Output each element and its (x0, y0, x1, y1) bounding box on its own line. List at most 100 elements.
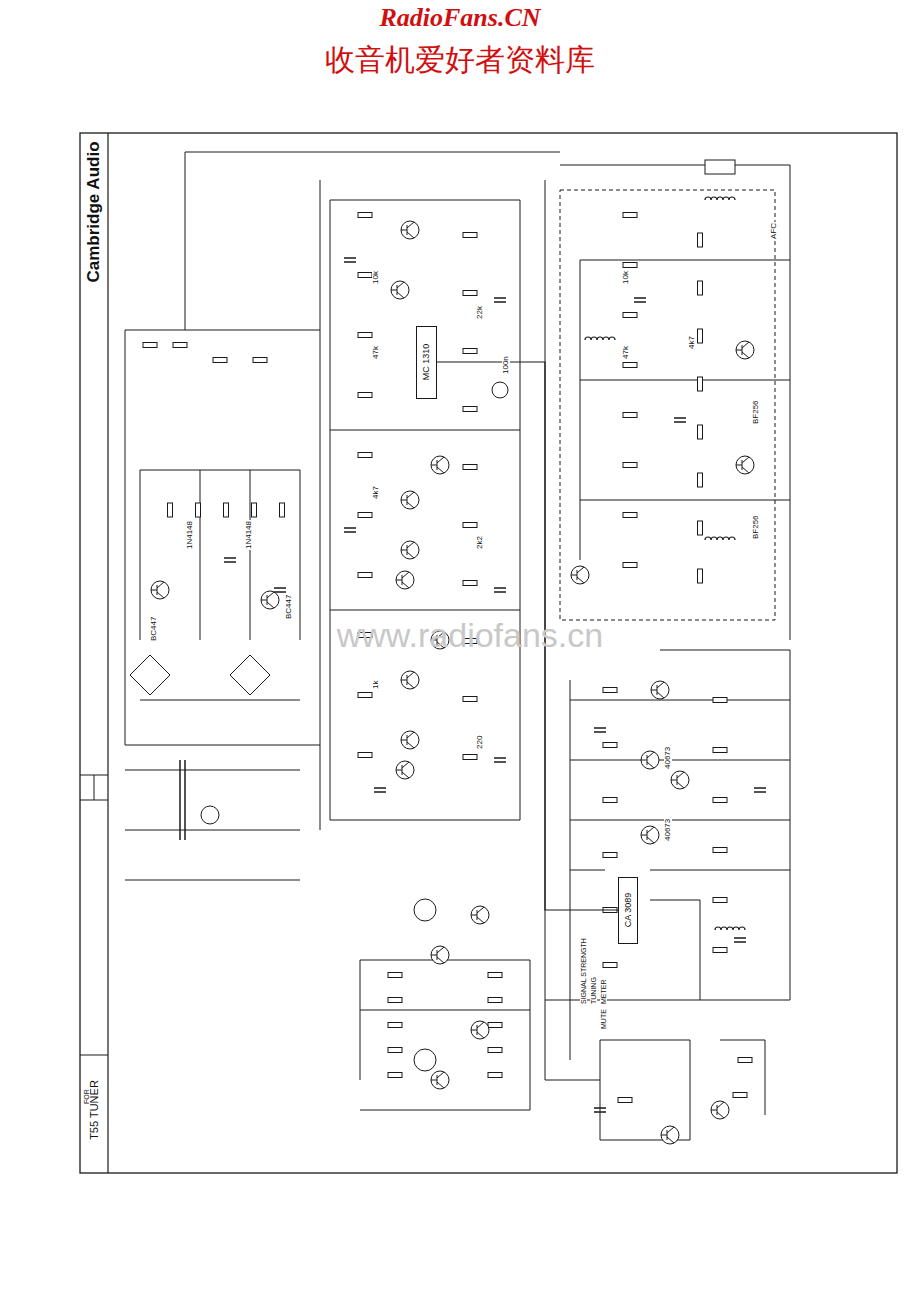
resistor-symbol (280, 503, 285, 517)
resistor-symbol (623, 263, 637, 268)
wire (185, 152, 560, 153)
meter-symbol (201, 806, 219, 824)
component-label: 4k7 (688, 335, 696, 350)
component-label: FOR (83, 1088, 90, 1105)
bridge-rectifier (230, 655, 270, 695)
resistor-symbol (358, 453, 372, 458)
display-symbol (705, 160, 735, 174)
wire (790, 165, 791, 640)
title-cell: T55 TUNER (82, 1076, 106, 1144)
resistor-symbol (618, 1098, 632, 1103)
resistor-symbol (388, 1073, 402, 1078)
wire (570, 760, 790, 761)
wire (580, 260, 581, 560)
wire (140, 700, 300, 701)
resistor-symbol (173, 343, 187, 348)
wire (650, 900, 700, 1000)
transistor-symbol (471, 906, 489, 924)
component-label: 47k (622, 345, 630, 360)
wire (720, 1040, 765, 1041)
resistor-symbol (698, 425, 703, 439)
component-label: 40673 (664, 818, 672, 842)
resistor-symbol (463, 581, 477, 586)
resistor-symbol (253, 358, 267, 363)
transistor-symbol (736, 341, 754, 359)
wire (580, 260, 790, 261)
resistor-symbol (713, 948, 727, 953)
component-label: 1N4148 (245, 520, 253, 550)
wire (580, 380, 790, 381)
capacitor-symbol (224, 558, 236, 562)
wire (360, 1010, 530, 1011)
wire (80, 1055, 108, 1056)
capacitor-symbol (754, 788, 766, 792)
coil-symbol (705, 537, 735, 540)
resistor-symbol (698, 281, 703, 295)
component-label: 220 (476, 735, 484, 750)
transistor-symbol (431, 1071, 449, 1089)
transistor-symbol (401, 491, 419, 509)
component-label: 1k (372, 680, 380, 690)
resistor-symbol (168, 503, 173, 517)
capacitor-symbol (634, 298, 646, 302)
wire (320, 180, 321, 830)
resistor-symbol (358, 333, 372, 338)
wire (140, 470, 141, 640)
wire (185, 152, 186, 330)
resistor-symbol (388, 1048, 402, 1053)
resistor-symbol (463, 523, 477, 528)
capacitor-symbol (494, 758, 506, 762)
watermark: www.radiofans.cn (336, 618, 604, 654)
component-label: BF256 (752, 399, 760, 425)
resistor-symbol (252, 503, 257, 517)
component-label: 1N4148 (186, 520, 194, 550)
transistor-symbol (261, 591, 279, 609)
resistor-symbol (713, 848, 727, 853)
wire (125, 880, 300, 881)
node-text: Cambridge Audio (84, 141, 104, 282)
resistor-symbol (488, 973, 502, 978)
meter-symbol (414, 1049, 436, 1071)
wire (545, 1080, 600, 1081)
resistor-symbol (623, 363, 637, 368)
resistor-symbol (358, 273, 372, 278)
transistor-symbol (401, 731, 419, 749)
wire (179, 760, 181, 840)
component-label: 22k (476, 305, 484, 320)
component-label: 100n (502, 355, 510, 375)
capacitor-symbol (594, 728, 606, 732)
coil-symbol (715, 927, 745, 930)
transistor-symbol (736, 456, 754, 474)
wire (184, 760, 186, 840)
resistor-symbol (698, 329, 703, 343)
capacitor-symbol (594, 1108, 606, 1112)
wire (600, 1040, 690, 1041)
ic-box: MC 1310 (416, 326, 437, 399)
resistor-symbol (698, 377, 703, 391)
component-label: 4k7 (372, 485, 380, 500)
resistor-symbol (623, 513, 637, 518)
resistor-symbol (196, 503, 201, 517)
resistor-symbol (713, 698, 727, 703)
component-label: BF256 (752, 514, 760, 540)
wire (125, 770, 300, 771)
wire (330, 610, 520, 611)
resistor-symbol (698, 473, 703, 487)
resistor-symbol (623, 463, 637, 468)
resistor-symbol (623, 313, 637, 318)
transistor-symbol (711, 1101, 729, 1119)
transistor-symbol (471, 1021, 489, 1039)
component-label: TUNING (590, 976, 597, 1005)
resistor-symbol (463, 465, 477, 470)
title-cell: Cambridge Audio (82, 138, 106, 286)
capacitor-symbol (374, 788, 386, 792)
resistor-symbol (738, 1058, 752, 1063)
bridge-rectifier (130, 655, 170, 695)
resistor-symbol (358, 213, 372, 218)
transistor-symbol (391, 281, 409, 299)
transistor-symbol (571, 566, 589, 584)
wire (765, 1040, 766, 1115)
resistor-symbol (603, 688, 617, 693)
wire (250, 470, 251, 640)
component-label: METER (600, 979, 607, 1006)
